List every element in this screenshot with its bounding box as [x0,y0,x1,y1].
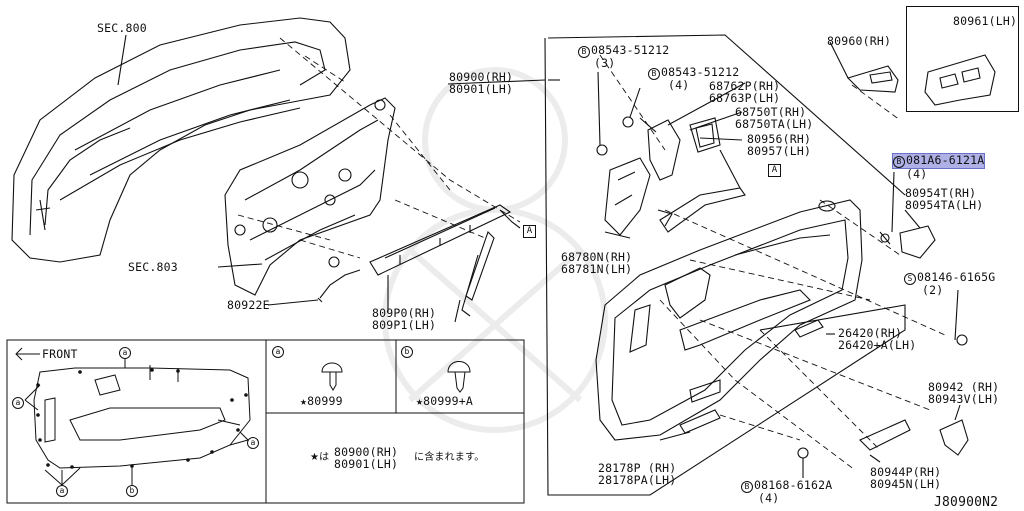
callout-a-4: a [56,485,69,497]
bolt2-qty: (4) [668,78,690,92]
clip-b-header: b [401,346,414,358]
ref-a-tag: A [523,225,536,238]
callout-a-marker: a [272,346,284,358]
label-68780n: 68780N(RH) 68781N(LH) [561,250,633,276]
screw-code: 08146-6165G [917,270,996,284]
bolt1-code: 08543-51212 [591,43,670,57]
callout-a-3: a [247,437,260,449]
diagram-code: J80900N2 [934,495,999,510]
callout-a-2: a [12,397,25,409]
bolt2-code: 08543-51212 [661,65,740,79]
clip-b-part: ★80999+A [416,394,473,408]
note-suffix: に含まれます。 [414,452,485,463]
ref-a-tag-2: A [768,164,781,177]
callout-b-1: b [126,485,139,497]
label-80954t: 80954T(RH) 80954TA(LH) [905,186,984,212]
clip-a-icon [321,362,343,391]
door-shell-outline [11,17,351,263]
label-809p0: 809P0(RH) 809P1(LH) [372,306,437,332]
switch-inset-frame [906,6,1019,112]
clip-a-header: a [272,346,285,358]
label-68762p: 68762P(RH) 68763P(LH) [709,79,781,105]
screw-qty: (2) [922,283,944,297]
front-arrow-icon [15,347,40,361]
label-80961: 80961(LH) [953,14,1018,28]
label-28178p: 28178P (RH) 28178PA(LH) [598,461,677,487]
note-prefix: ★は [310,452,330,463]
callout-a-marker: a [247,437,259,449]
label-80922e: 80922E [227,298,270,312]
label-26420: 26420(RH) 26420+A(LH) [838,326,917,352]
bolt-b-icon: B [578,46,590,58]
note-parts: 80900(RH) 80901(LH) [334,445,399,471]
clip-a-part: ★80999 [300,394,343,408]
label-80944p: 80944P(RH) 80945N(LH) [870,465,942,491]
callout-a-marker: a [119,347,131,359]
label-80900: 80900(RH) 80901(LH) [449,70,514,96]
bolt3-qty: (4) [906,167,928,181]
bolt4-qty: (4) [758,491,780,505]
label-68750t: 68750T(RH) 68750TA(LH) [735,105,814,131]
trim-panel-bracket [544,37,906,496]
callout-a-1: a [119,347,132,359]
bolt-b-icon: B [893,156,905,168]
callout-b-marker: b [126,485,138,497]
watermark-emblem [382,67,608,433]
label-sec800: SEC.800 [97,21,147,35]
clip-b-icon [447,361,471,393]
bolt4-code: 08168-6162A [754,478,833,492]
label-80960: 80960(RH) [827,34,892,48]
bolt1-qty: (3) [594,56,616,70]
door-trim-panel [595,199,863,441]
front-label: FRONT [42,347,78,361]
bolt-b-icon: B [741,481,753,493]
label-sec803: SEC.803 [128,260,178,274]
bolt3-code: 081A6-6121A [906,153,985,167]
label-80956: 80956(RH) 80957(LH) [747,132,812,158]
bolt-b-icon: B [648,68,660,80]
label-80942: 80942 (RH) 80943V(LH) [928,380,1000,406]
callout-b-marker: b [401,346,413,358]
regulator-rail [369,204,512,276]
regulator-frame-outline [224,97,396,296]
screw-s-icon: S [904,273,916,285]
callout-a-marker: a [12,397,24,409]
callout-a-marker: a [56,485,68,497]
